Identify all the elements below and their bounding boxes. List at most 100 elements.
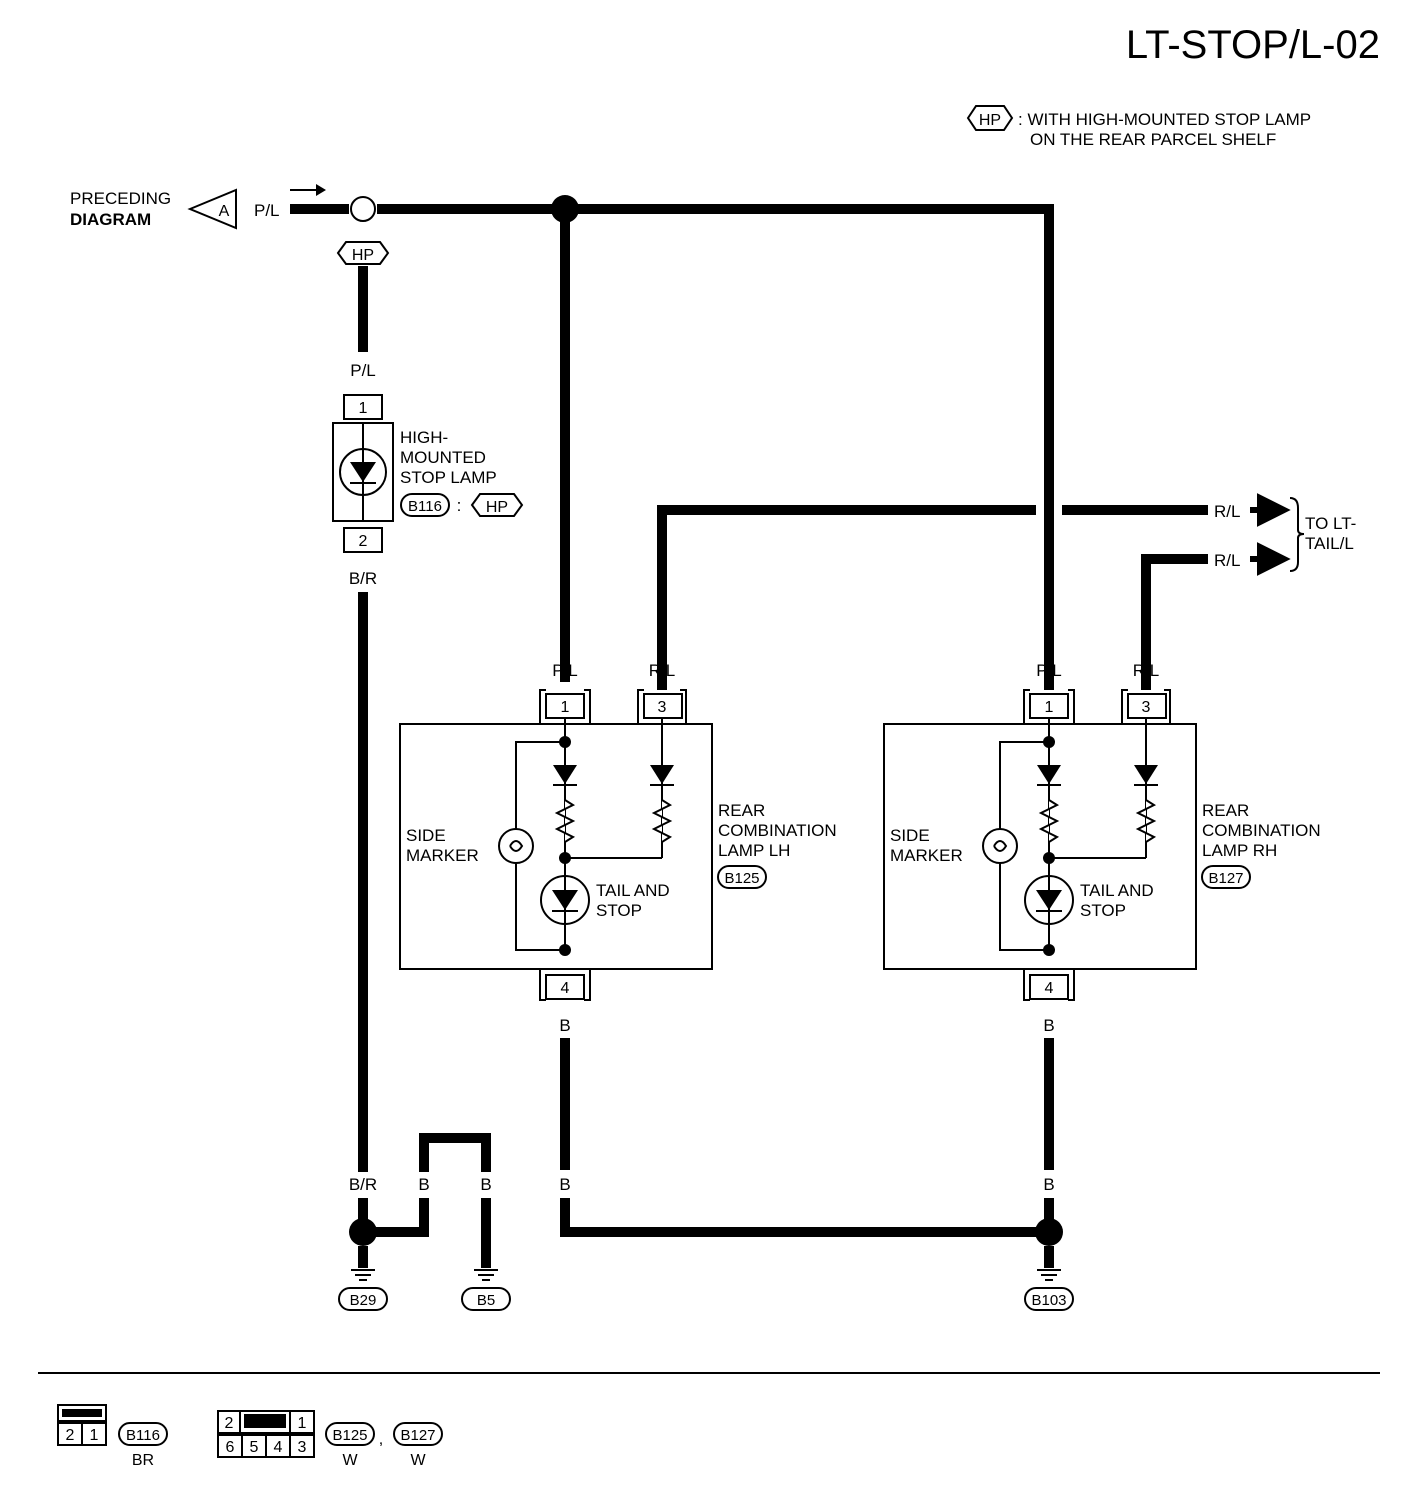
lh-side-marker-bulb-icon xyxy=(498,828,534,864)
rh-resistor1-icon xyxy=(1038,799,1060,843)
b125-pin-6: 6 xyxy=(226,1439,235,1456)
lh-pin4 xyxy=(545,974,585,1000)
rh-name-2: COMBINATION xyxy=(1202,821,1321,840)
hp-tag-shape xyxy=(966,105,1014,131)
wire-label-pl-top: P/L xyxy=(254,201,280,220)
wire-label-pl-hmsl: P/L xyxy=(350,361,376,380)
rh-pin1-label: 1 xyxy=(1045,699,1054,716)
b125-pin-3: 3 xyxy=(298,1439,307,1456)
hp-legend: HP : WITH HIGH-MOUNTED STOP LAMP ON THE … xyxy=(966,105,1311,149)
ground-b103-label: B103 xyxy=(1031,1292,1066,1309)
hp-tag-label: HP xyxy=(979,112,1001,129)
rh-pin4 xyxy=(1029,974,1069,1000)
rh-pin4-label: 4 xyxy=(1045,980,1054,997)
lh-tail-2: STOP xyxy=(596,901,642,920)
b125-pin-top-b: 1 xyxy=(298,1415,307,1432)
b127-color: W xyxy=(410,1452,426,1469)
wire-label-b-lh-bottom: B xyxy=(559,1175,570,1194)
wire-label-pl-rh: P/L xyxy=(1036,661,1062,680)
wire-rl-lh xyxy=(657,505,1036,690)
ground-b103: B103 xyxy=(1024,1269,1074,1311)
b116-pin-a: 2 xyxy=(66,1427,75,1444)
hmsl-pin-top xyxy=(343,394,383,420)
rh-name-3: LAMP RH xyxy=(1202,841,1277,860)
ground-b5: B5 xyxy=(461,1269,511,1311)
preceding-line2: DIAGRAM xyxy=(70,210,151,229)
lh-connector-tag xyxy=(717,865,767,889)
wire-label-rl-out2: R/L xyxy=(1214,551,1240,570)
lh-pin1 xyxy=(545,693,585,719)
footer-connector-b116: 2 1 B116 BR xyxy=(57,1404,168,1469)
rh-tail-1: TAIL AND xyxy=(1080,881,1154,900)
b125-id: B125 xyxy=(332,1427,367,1444)
rh-side-1: SIDE xyxy=(890,826,930,845)
b125-pin-top-a: 2 xyxy=(225,1415,234,1432)
hmsl-connector-tag xyxy=(400,493,450,517)
hp-legend-line1: : WITH HIGH-MOUNTED STOP LAMP xyxy=(1018,110,1311,129)
footer-comma: , xyxy=(379,1431,383,1448)
rh-connector-label: B127 xyxy=(1208,870,1243,887)
lh-name-3: LAMP LH xyxy=(718,841,790,860)
hp-option-splice xyxy=(350,196,376,222)
to-tail-line2: TAIL/L xyxy=(1305,534,1354,553)
lh-diode1-icon xyxy=(553,765,577,784)
wire-b-to-b29 xyxy=(363,1198,429,1237)
rh-tail-2: STOP xyxy=(1080,901,1126,920)
rh-connector-tag xyxy=(1201,865,1251,889)
brace-icon xyxy=(1289,497,1305,572)
lh-side-1: SIDE xyxy=(406,826,446,845)
rh-body xyxy=(883,723,1197,970)
lh-resistor3-icon xyxy=(651,799,673,843)
wire-label-br-top: B/R xyxy=(349,569,377,588)
wire-label-b-rh-bottom: B xyxy=(1043,1175,1054,1194)
lh-name-1: REAR xyxy=(718,801,765,820)
ground-b5-label: B5 xyxy=(477,1292,495,1309)
rh-pin1 xyxy=(1029,693,1069,719)
led-icon xyxy=(350,462,376,482)
wire-label-rl-lh: R/L xyxy=(649,661,675,680)
rh-side-marker-bulb-icon xyxy=(982,828,1018,864)
footer-connector-b125-b127: 2 1 6 5 4 3 B125 , B127 W W xyxy=(217,1410,443,1469)
hmsl-pin-bottom-label: 2 xyxy=(359,533,368,550)
wire-label-br-bottom: B/R xyxy=(349,1175,377,1194)
rh-pin3-label: 3 xyxy=(1142,699,1151,716)
wire-label-b-loop-left: B xyxy=(418,1175,429,1194)
hp-tag-wire-label: HP xyxy=(352,247,374,264)
lh-pin1-label: 1 xyxy=(561,699,570,716)
preceding-connector-shape xyxy=(187,188,237,230)
lh-name-2: COMBINATION xyxy=(718,821,837,840)
lh-resistor1-icon xyxy=(554,799,576,843)
page-code: LT-STOP/L-02 xyxy=(1126,23,1380,67)
hmsl-hp-tag xyxy=(470,493,524,517)
rh-name-1: REAR xyxy=(1202,801,1249,820)
wire-label-b-rh-top: B xyxy=(1043,1016,1054,1035)
lh-pin4-label: 4 xyxy=(561,980,570,997)
preceding-diagram: PRECEDING DIAGRAM A P/L xyxy=(70,184,326,230)
hp-tag-shape-wire xyxy=(336,241,390,265)
rh-side-2: MARKER xyxy=(890,846,963,865)
arrow-out-2-icon xyxy=(1250,542,1291,576)
hmsl-name-2: MOUNTED xyxy=(400,448,486,467)
b127-id: B127 xyxy=(400,1427,435,1444)
hmsl-pin-bottom xyxy=(343,527,383,553)
lh-diode3-icon xyxy=(650,765,674,784)
wire-b-loop xyxy=(419,1133,491,1172)
hmsl-sep: : xyxy=(457,496,462,515)
wire-rl-rh xyxy=(1141,554,1208,690)
lh-tail-1: TAIL AND xyxy=(596,881,670,900)
ground-b29-label: B29 xyxy=(350,1292,377,1309)
b125-pin-5: 5 xyxy=(250,1439,259,1456)
high-mounted-stop-lamp: 1 2 HIGH- MOUNTED STOP LAMP B116 : HP xyxy=(332,394,524,553)
wire-label-b-loop-right: B xyxy=(480,1175,491,1194)
hmsl-name-1: HIGH- xyxy=(400,428,448,447)
hmsl-hp-label: HP xyxy=(486,499,508,516)
b116-id: B116 xyxy=(126,1427,160,1444)
to-tail-line1: TO LT- xyxy=(1305,514,1356,533)
ground-splice-b103 xyxy=(1035,1218,1063,1246)
wire-pl-to-rh xyxy=(565,204,1054,690)
rh-resistor3-icon xyxy=(1135,799,1157,843)
wire-label-rl-rh: R/L xyxy=(1133,661,1159,680)
lh-side-2: MARKER xyxy=(406,846,479,865)
lh-body xyxy=(399,723,713,970)
